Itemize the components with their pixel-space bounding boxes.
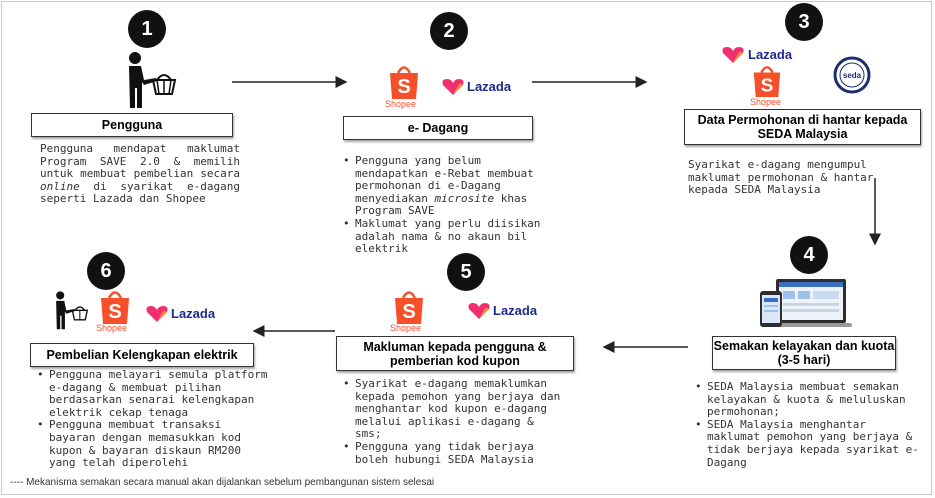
- shopee-bag-icon: S: [395, 291, 423, 324]
- shopee-letter: S: [108, 301, 121, 323]
- shopper-icon: [129, 52, 177, 108]
- step-1-text-b: online: [40, 179, 80, 193]
- step-5-number: 5: [447, 253, 485, 291]
- step-6-bullet-1: Pengguna melayari semula platform e-daga…: [36, 368, 268, 419]
- step-1-number: 1: [128, 10, 166, 48]
- footnote: ---- Mekanisma semakan secara manual aka…: [10, 477, 435, 488]
- step-2-bullet: Pengguna yang belum mendapatkan e-Rebat …: [342, 154, 552, 218]
- step-1-description: Pengguna mendapat maklumat Program SAVE …: [40, 142, 240, 206]
- step-3-description: Syarikat e-dagang mengumpul maklumat per…: [688, 158, 918, 197]
- shopee-letter: S: [761, 74, 774, 95]
- seda-logo-text: seda: [843, 71, 862, 80]
- step-2-title: e- Dagang: [343, 116, 533, 140]
- shopee-logo-text: Shopee: [385, 99, 417, 109]
- lazada-logo-text: Lazada: [748, 47, 793, 62]
- step-2-bullet-1-b: microsite: [434, 191, 495, 205]
- step-2-number: 2: [430, 12, 468, 50]
- shopee-letter: S: [402, 301, 415, 323]
- step-2-description: Pengguna yang belum mendapatkan e-Rebat …: [342, 154, 552, 256]
- step-6-number: 6: [87, 252, 125, 290]
- step-2-bullet-1-c: khas Program SAVE: [355, 191, 528, 218]
- step-1-title: Pengguna: [31, 113, 233, 137]
- step-6-description: Pengguna melayari semula platform e-daga…: [36, 368, 268, 470]
- shopee-logo-text: Shopee: [96, 323, 128, 333]
- lazada-heart-icon: [468, 303, 490, 319]
- step-5-title: Makluman kepada pengguna & pemberian kod…: [336, 336, 574, 371]
- lazada-heart-icon: [146, 306, 168, 322]
- seda-logo-icon: seda: [833, 56, 871, 94]
- shopee-bag-icon: S: [753, 66, 781, 97]
- step-4-number: 4: [790, 236, 828, 274]
- step-6-title: Pembelian Kelengkapan elektrik: [30, 343, 254, 367]
- step-4-bullet-2: SEDA Malaysia menghantar maklumat pemoho…: [694, 418, 922, 469]
- step-2-bullet-1-a: Pengguna yang belum mendapatkan e-Rebat …: [355, 154, 534, 205]
- lazada-logo-text: Lazada: [493, 303, 538, 318]
- lazada-logo-text: Lazada: [467, 79, 512, 94]
- step-5-description: Syarikat e-dagang memaklumkan kepada pem…: [342, 377, 564, 466]
- step-4-title: Semakan kelayakan dan kuota (3-5 hari): [712, 336, 896, 370]
- step-3-title: Data Permohonan di hantar kepada SEDA Ma…: [684, 109, 921, 145]
- devices-dashboard-icon: [760, 279, 852, 327]
- shopper-icon: [56, 291, 89, 330]
- shopee-logo-text: Shopee: [750, 97, 782, 107]
- shopee-letter: S: [397, 76, 410, 98]
- shopee-bag-icon: S: [390, 66, 418, 99]
- step-2-bullet: Maklumat yang perlu diisikan adalah nama…: [342, 216, 552, 256]
- step-2-bullet-2: Maklumat yang perlu diisikan adalah nama…: [355, 216, 541, 256]
- shopee-bag-icon: S: [101, 291, 129, 324]
- step-5-bullet-1: Syarikat e-dagang memaklumkan kepada pem…: [342, 377, 564, 441]
- lazada-logo-text: Lazada: [171, 306, 216, 321]
- step-4-description: SEDA Malaysia membuat semakan kelayakan …: [694, 380, 922, 469]
- step-1-text-c: di syarikat e-dagang seperti Lazada dan …: [40, 179, 240, 206]
- step-5-bullet-2: Pengguna yang tidak berjaya boleh hubung…: [342, 440, 564, 466]
- step-3-number: 3: [785, 3, 823, 41]
- shopee-logo-text: Shopee: [390, 323, 422, 333]
- lazada-heart-icon: [442, 79, 464, 95]
- step-1-text-a: Pengguna mendapat maklumat Program SAVE …: [40, 142, 240, 181]
- step-3-text: Syarikat e-dagang mengumpul maklumat per…: [688, 158, 874, 197]
- step-4-bullet-1: SEDA Malaysia membuat semakan kelayakan …: [694, 380, 922, 419]
- lazada-heart-icon: [722, 47, 744, 63]
- step-6-bullet-2: Pengguna membuat transaksi bayaran denga…: [36, 419, 268, 469]
